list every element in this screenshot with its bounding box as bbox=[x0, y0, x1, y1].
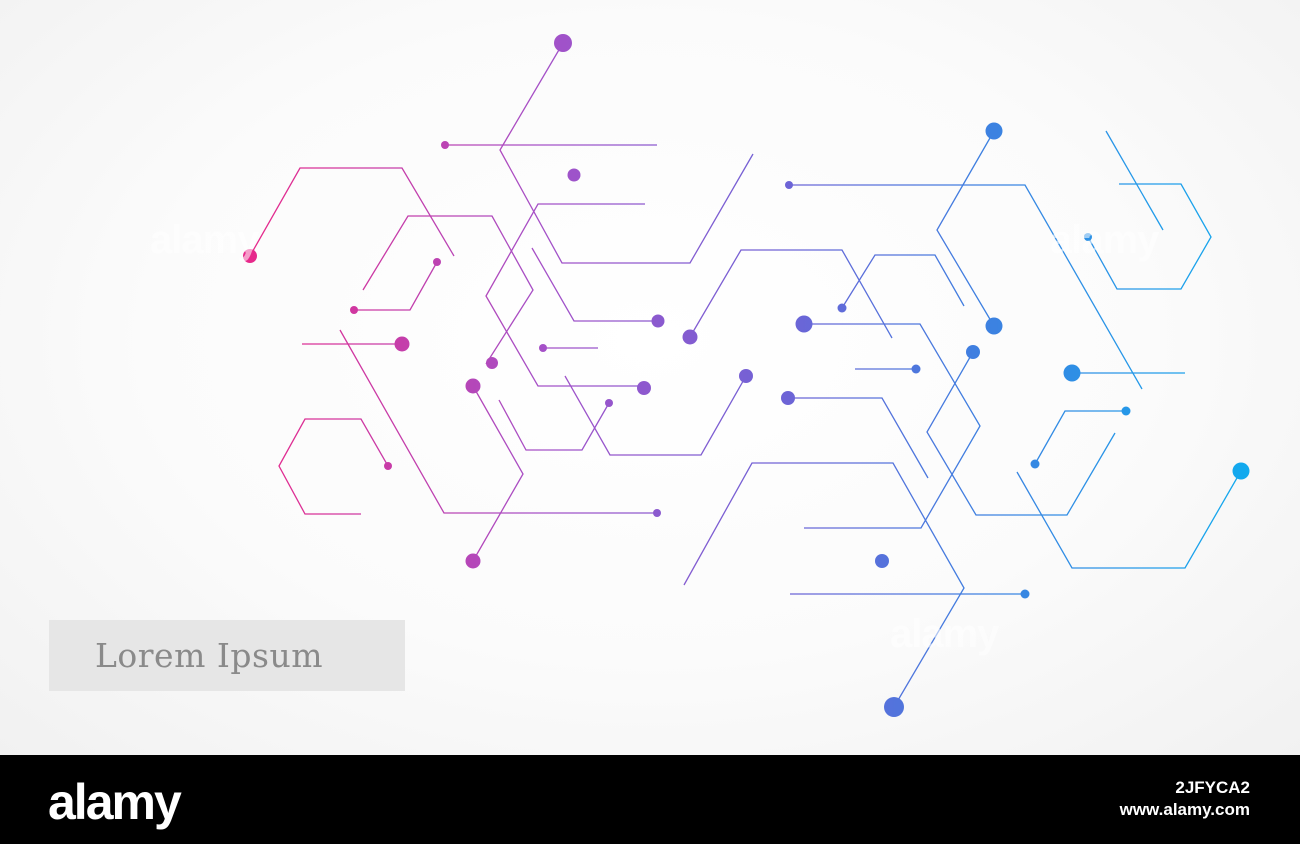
circuit-line bbox=[936, 130, 995, 327]
watermark: alamy bbox=[1050, 218, 1159, 262]
node-dot bbox=[465, 378, 481, 394]
node-dot bbox=[384, 462, 392, 470]
label-text: Lorem Ipsum bbox=[95, 636, 324, 675]
circuit-line bbox=[278, 418, 389, 515]
node-dot bbox=[1232, 462, 1250, 480]
image-credit: 2JFYCA2 www.alamy.com bbox=[1120, 777, 1250, 821]
circuit-line bbox=[841, 254, 965, 309]
node-dot bbox=[394, 336, 410, 352]
image-id: 2JFYCA2 bbox=[1175, 778, 1250, 797]
node-dot bbox=[682, 329, 698, 345]
node-dot bbox=[985, 317, 1003, 335]
node-dot bbox=[795, 315, 813, 333]
node-dot bbox=[781, 391, 795, 405]
watermark: alamy bbox=[150, 218, 259, 262]
circuit-line bbox=[788, 397, 929, 479]
node-dot bbox=[567, 168, 581, 182]
site-url: www.alamy.com bbox=[1119, 800, 1250, 819]
node-dot bbox=[875, 554, 889, 568]
node-dot bbox=[837, 303, 847, 313]
circuit-line bbox=[804, 323, 981, 529]
node-dot bbox=[911, 364, 921, 374]
circuit-line bbox=[354, 261, 438, 311]
network-lines-graphic bbox=[243, 34, 1250, 717]
node-dot bbox=[637, 381, 651, 395]
node-dot bbox=[985, 122, 1003, 140]
node-dot bbox=[739, 369, 753, 383]
label-box: Lorem Ipsum bbox=[49, 620, 405, 691]
node-dot bbox=[441, 141, 449, 149]
circuit-line bbox=[1034, 410, 1126, 465]
node-dot bbox=[486, 357, 498, 369]
node-dot bbox=[433, 258, 441, 266]
circuit-line bbox=[249, 167, 455, 257]
node-dot bbox=[966, 345, 980, 359]
node-dot bbox=[350, 306, 358, 314]
circuit-nodes bbox=[243, 34, 1250, 717]
circuit-line bbox=[531, 247, 658, 322]
node-dot bbox=[605, 399, 613, 407]
node-dot bbox=[785, 181, 793, 189]
circuit-line bbox=[926, 351, 1116, 516]
node-dot bbox=[1030, 459, 1040, 469]
node-dot bbox=[243, 249, 257, 263]
node-dot bbox=[539, 344, 547, 352]
circuit-lines bbox=[249, 42, 1242, 708]
circuit-line bbox=[564, 375, 747, 456]
circuit-line bbox=[1016, 470, 1242, 569]
circuit-line bbox=[339, 329, 657, 514]
node-dot bbox=[1063, 364, 1081, 382]
circuit-line bbox=[485, 203, 645, 387]
circuit-line bbox=[789, 184, 1143, 390]
circuit-line bbox=[689, 249, 893, 339]
circuit-line bbox=[498, 399, 610, 451]
node-dot bbox=[1121, 406, 1131, 416]
node-dot bbox=[651, 314, 665, 328]
circuit-line bbox=[472, 385, 524, 562]
node-dot bbox=[1084, 233, 1092, 241]
circuit-line bbox=[1105, 130, 1164, 231]
node-dot bbox=[554, 34, 572, 52]
node-dot bbox=[884, 697, 904, 717]
circuit-line bbox=[683, 462, 965, 708]
footer-bar: alamy 2JFYCA2 www.alamy.com bbox=[0, 755, 1300, 844]
node-dot bbox=[1020, 589, 1030, 599]
circuit-line bbox=[499, 42, 754, 264]
circuit-line bbox=[362, 215, 534, 365]
watermark: alamy bbox=[890, 612, 999, 656]
node-dot bbox=[465, 553, 481, 569]
hexagon-network-illustration: alamy alamy alamy Lorem Ipsum bbox=[0, 0, 1300, 755]
brand-logo: alamy bbox=[48, 774, 182, 830]
circuit-line bbox=[1087, 183, 1212, 290]
node-dot bbox=[653, 509, 661, 517]
